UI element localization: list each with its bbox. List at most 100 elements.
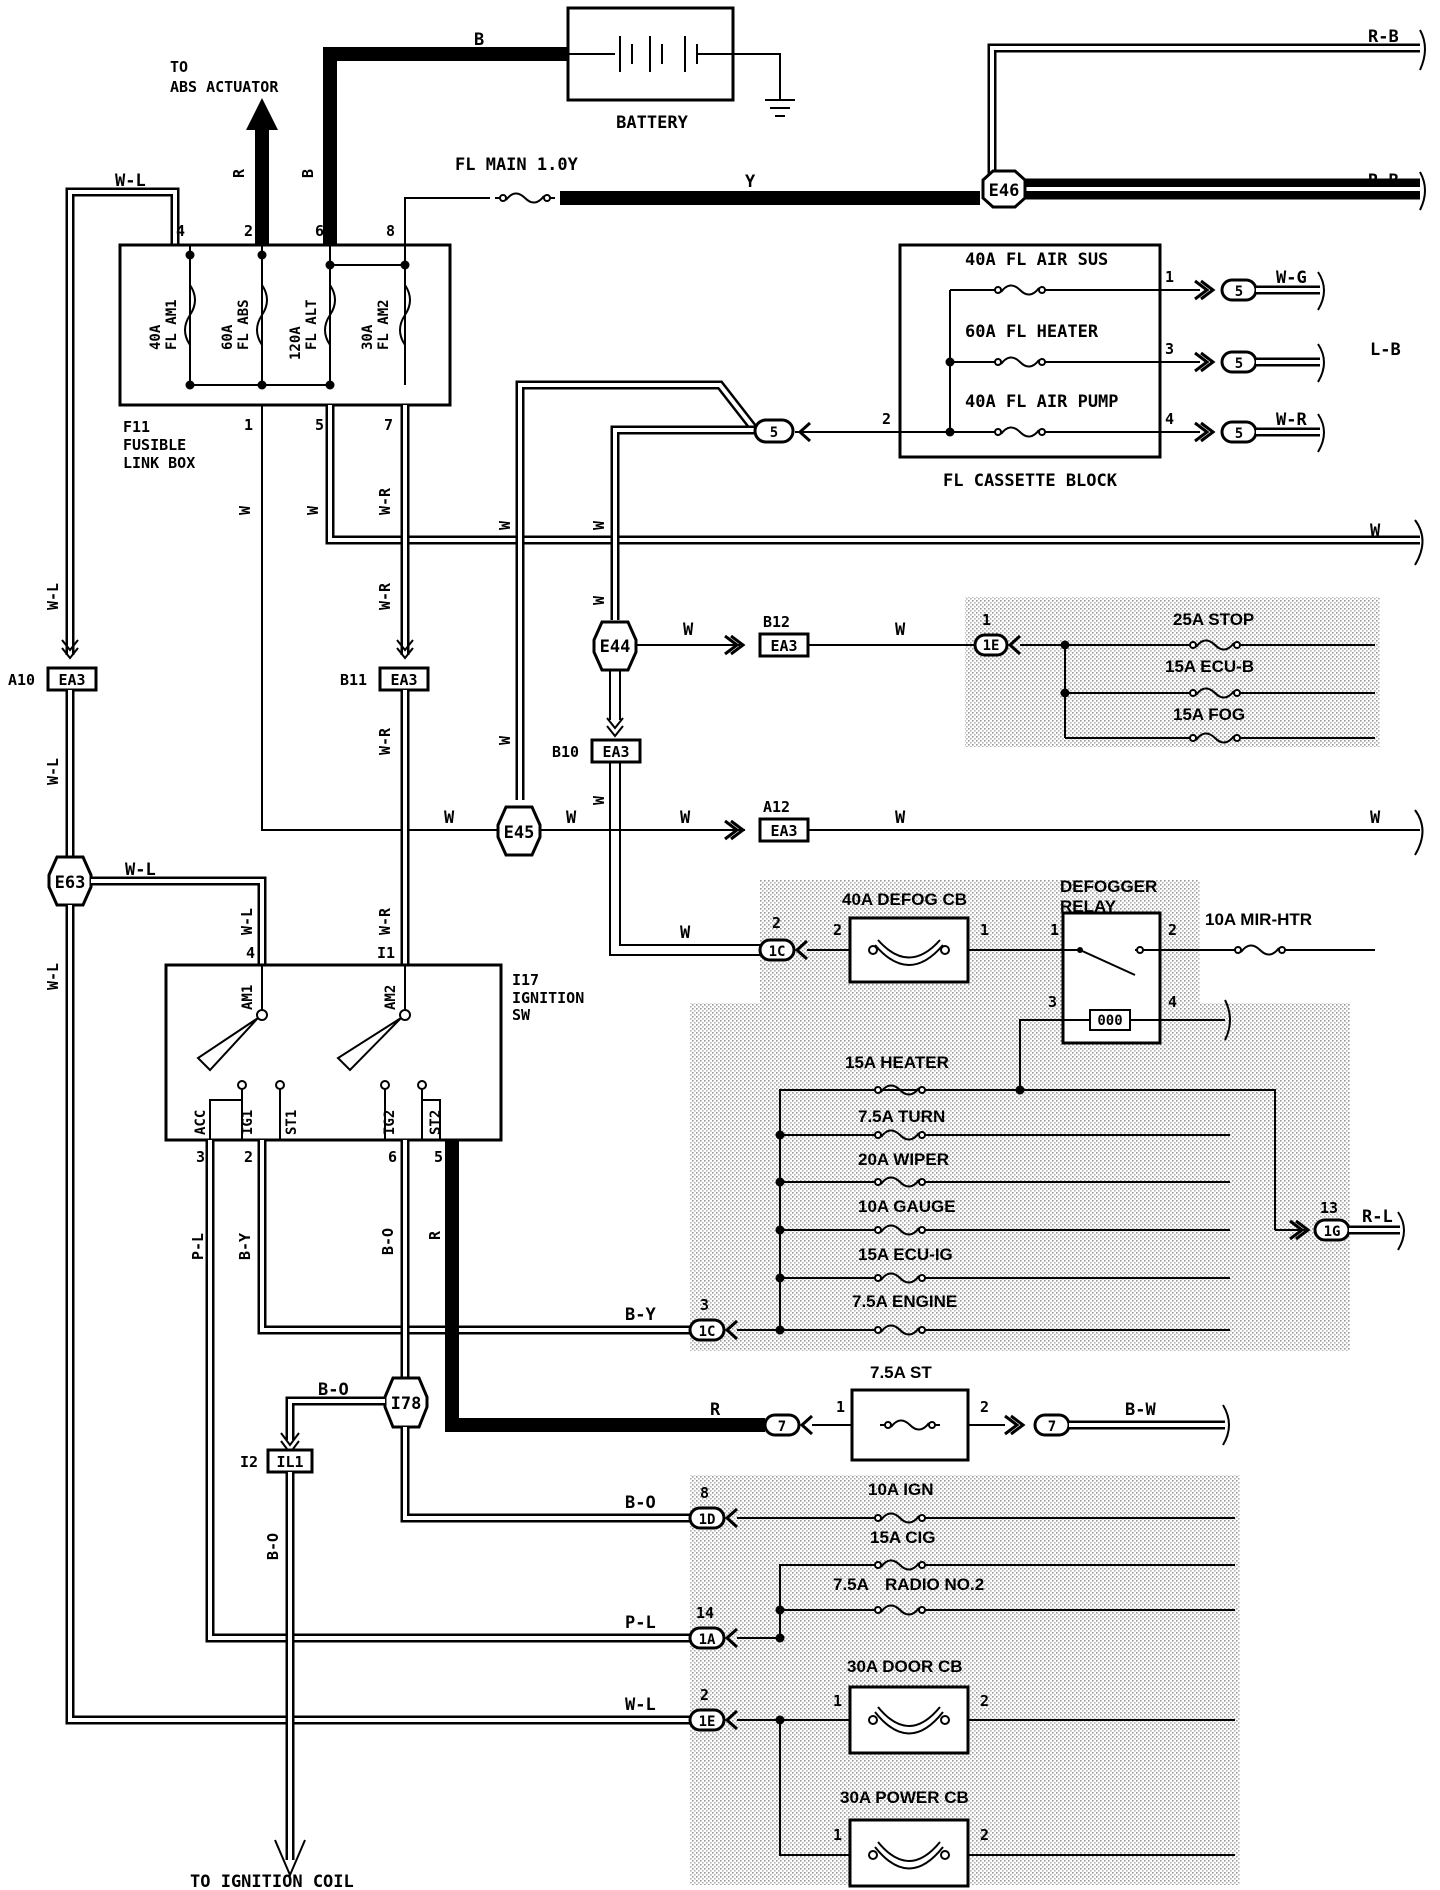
cassette-label: FL CASSETTE BLOCK [943, 471, 1118, 491]
cassette-fuse-1: 40A FL AIR SUS [965, 250, 1108, 270]
ign-label-2: SW [512, 1006, 531, 1024]
wire-w-pin1 [261, 405, 500, 831]
fuse-ecu-b: 15A ECU-B [1165, 657, 1254, 676]
connector-7-b: 7 [1033, 1413, 1071, 1437]
wire-color-bo-4: B-O [625, 1493, 656, 1513]
svg-text:EA3: EA3 [58, 671, 85, 689]
fuse-heater: 15A HEATER [845, 1053, 949, 1072]
svg-text:1: 1 [1050, 921, 1059, 939]
wire-color-bo-3: B-O [264, 1533, 282, 1560]
junction-e46: E46 [981, 169, 1027, 209]
svg-text:A12: A12 [763, 798, 790, 816]
fuse-turn: 7.5A TURN [858, 1107, 945, 1126]
fuse-fog: 15A FOG [1173, 705, 1245, 724]
svg-text:B12: B12 [763, 613, 790, 631]
f11-id: F11 [123, 418, 150, 436]
svg-text:1: 1 [833, 1692, 842, 1710]
svg-text:3: 3 [700, 1296, 709, 1314]
defog-cb: 40A DEFOG CB 2 1 [833, 890, 989, 984]
wire-color-w-15: W [1370, 808, 1381, 828]
wire-color-rb-top: R-B [1368, 27, 1399, 47]
svg-text:30A DOOR CB: 30A DOOR CB [847, 1657, 963, 1676]
wire-color-w-14: W [895, 808, 906, 828]
fuse-stop: 25A STOP [1173, 610, 1254, 629]
wire-color-w-11: W [444, 808, 455, 828]
fuse-mir-htr: 10A MIR-HTR [1205, 910, 1312, 929]
svg-text:14: 14 [696, 1604, 714, 1622]
svg-text:I2: I2 [240, 1453, 258, 1471]
fuse-radio-name: RADIO NO.2 [885, 1575, 984, 1594]
junction-e44: E44 [592, 620, 638, 672]
abs-actuator-label: ABS ACTUATOR [170, 78, 279, 96]
svg-text:IL1: IL1 [276, 1453, 303, 1471]
fuse-fl-am1: 40A FL AM1 [148, 284, 196, 350]
wire-color-w-9: W [590, 795, 608, 805]
svg-text:2: 2 [980, 1826, 989, 1844]
wire-color-by-2: B-Y [625, 1305, 656, 1325]
cassette-pin-2: 2 [882, 410, 891, 428]
fuse-fl-alt-name: FL ALT [304, 299, 320, 350]
svg-text:EA3: EA3 [602, 743, 629, 761]
wire-color-wr-4: W-R [376, 907, 394, 935]
power-cb: 30A POWER CB 1 2 [833, 1788, 989, 1888]
connector-5-c: 5 [1220, 420, 1258, 444]
svg-text:1A: 1A [699, 1632, 716, 1648]
fuse-fl-am1-rating: 40A [148, 324, 164, 350]
defogger-relay: DEFOGGER RELAY 000 1 2 3 4 [1048, 877, 1177, 1045]
svg-text:EA3: EA3 [770, 822, 797, 840]
wire-color-wr-3: W-R [376, 727, 394, 755]
svg-text:2: 2 [833, 921, 842, 939]
fuse-fl-am1-name: FL AM1 [164, 299, 180, 350]
ign-pin-i1: I1 [377, 944, 395, 962]
svg-text:40A DEFOG CB: 40A DEFOG CB [842, 890, 967, 909]
wire-color-wr-2: W-R [376, 582, 394, 610]
pin-f11-8: 8 [386, 222, 395, 240]
wire-color-wl-1: W-L [44, 583, 62, 610]
cassette-pin-4: 4 [1165, 410, 1174, 428]
wire-color-bo-1: B-O [379, 1228, 397, 1255]
svg-text:3: 3 [1048, 993, 1057, 1011]
cassette-pin-3: 3 [1165, 340, 1174, 358]
svg-text:1G: 1G [1324, 1224, 1341, 1240]
wire-color-wl-6: W-L [625, 1695, 656, 1715]
ign-pin-2: 2 [244, 1148, 253, 1166]
connector-5-a: 5 [1220, 278, 1258, 302]
ign-contact-acc: ACC [193, 1110, 209, 1135]
wire-color-bo-2: B-O [318, 1380, 349, 1400]
wire-color-pl-1: P-L [189, 1233, 207, 1260]
ign-contact-am1: AM1 [240, 985, 256, 1010]
pin-f11-1: 1 [244, 416, 253, 434]
wire-break-rb-mid [1419, 171, 1426, 211]
battery: BATTERY [566, 6, 795, 133]
svg-text:1: 1 [980, 921, 989, 939]
wire-color-pl-2: P-L [625, 1613, 656, 1633]
svg-text:5: 5 [770, 425, 778, 441]
battery-label: BATTERY [616, 113, 688, 133]
cassette-fuse-2: 60A FL HEATER [965, 322, 1099, 342]
fuse-ecu-ig: 15A ECU-IG [858, 1245, 953, 1264]
fuse-fl-am2: 30A FL AM2 [360, 284, 411, 350]
fuse-gauge: 10A GAUGE [858, 1197, 956, 1216]
svg-text:EA3: EA3 [390, 671, 417, 689]
wire-color-w-1: W [236, 505, 254, 515]
svg-text:7: 7 [1048, 1419, 1056, 1435]
wire-color-wl-2: W-L [44, 758, 62, 785]
wire-color-w-12: W [566, 808, 577, 828]
wire-color-wl-4: W-L [238, 908, 256, 935]
connector-1e-top: 1 1E [973, 611, 1009, 657]
wire-color-w-3: W [496, 520, 514, 530]
svg-text:2: 2 [980, 1398, 989, 1416]
svg-text:2: 2 [1168, 921, 1177, 939]
wire-color-w-5: W [590, 520, 608, 530]
ground-icon [765, 99, 795, 117]
connector-a10: A10 EA3 [8, 666, 98, 692]
fuse-fl-alt-rating: 120A [288, 326, 304, 360]
cassette-fuse-3: 40A FL AIR PUMP [965, 392, 1119, 412]
svg-text:000: 000 [1097, 1013, 1122, 1029]
cassette-pin-1: 1 [1165, 268, 1174, 286]
wire-color-r-abs: R [230, 168, 248, 178]
svg-text:8: 8 [700, 1484, 709, 1502]
ign-pin-3: 3 [196, 1148, 205, 1166]
cassette-outputs: 5 5 5 W-G L-B W-R [1193, 268, 1401, 453]
wire-color-wg: W-G [1276, 268, 1307, 288]
